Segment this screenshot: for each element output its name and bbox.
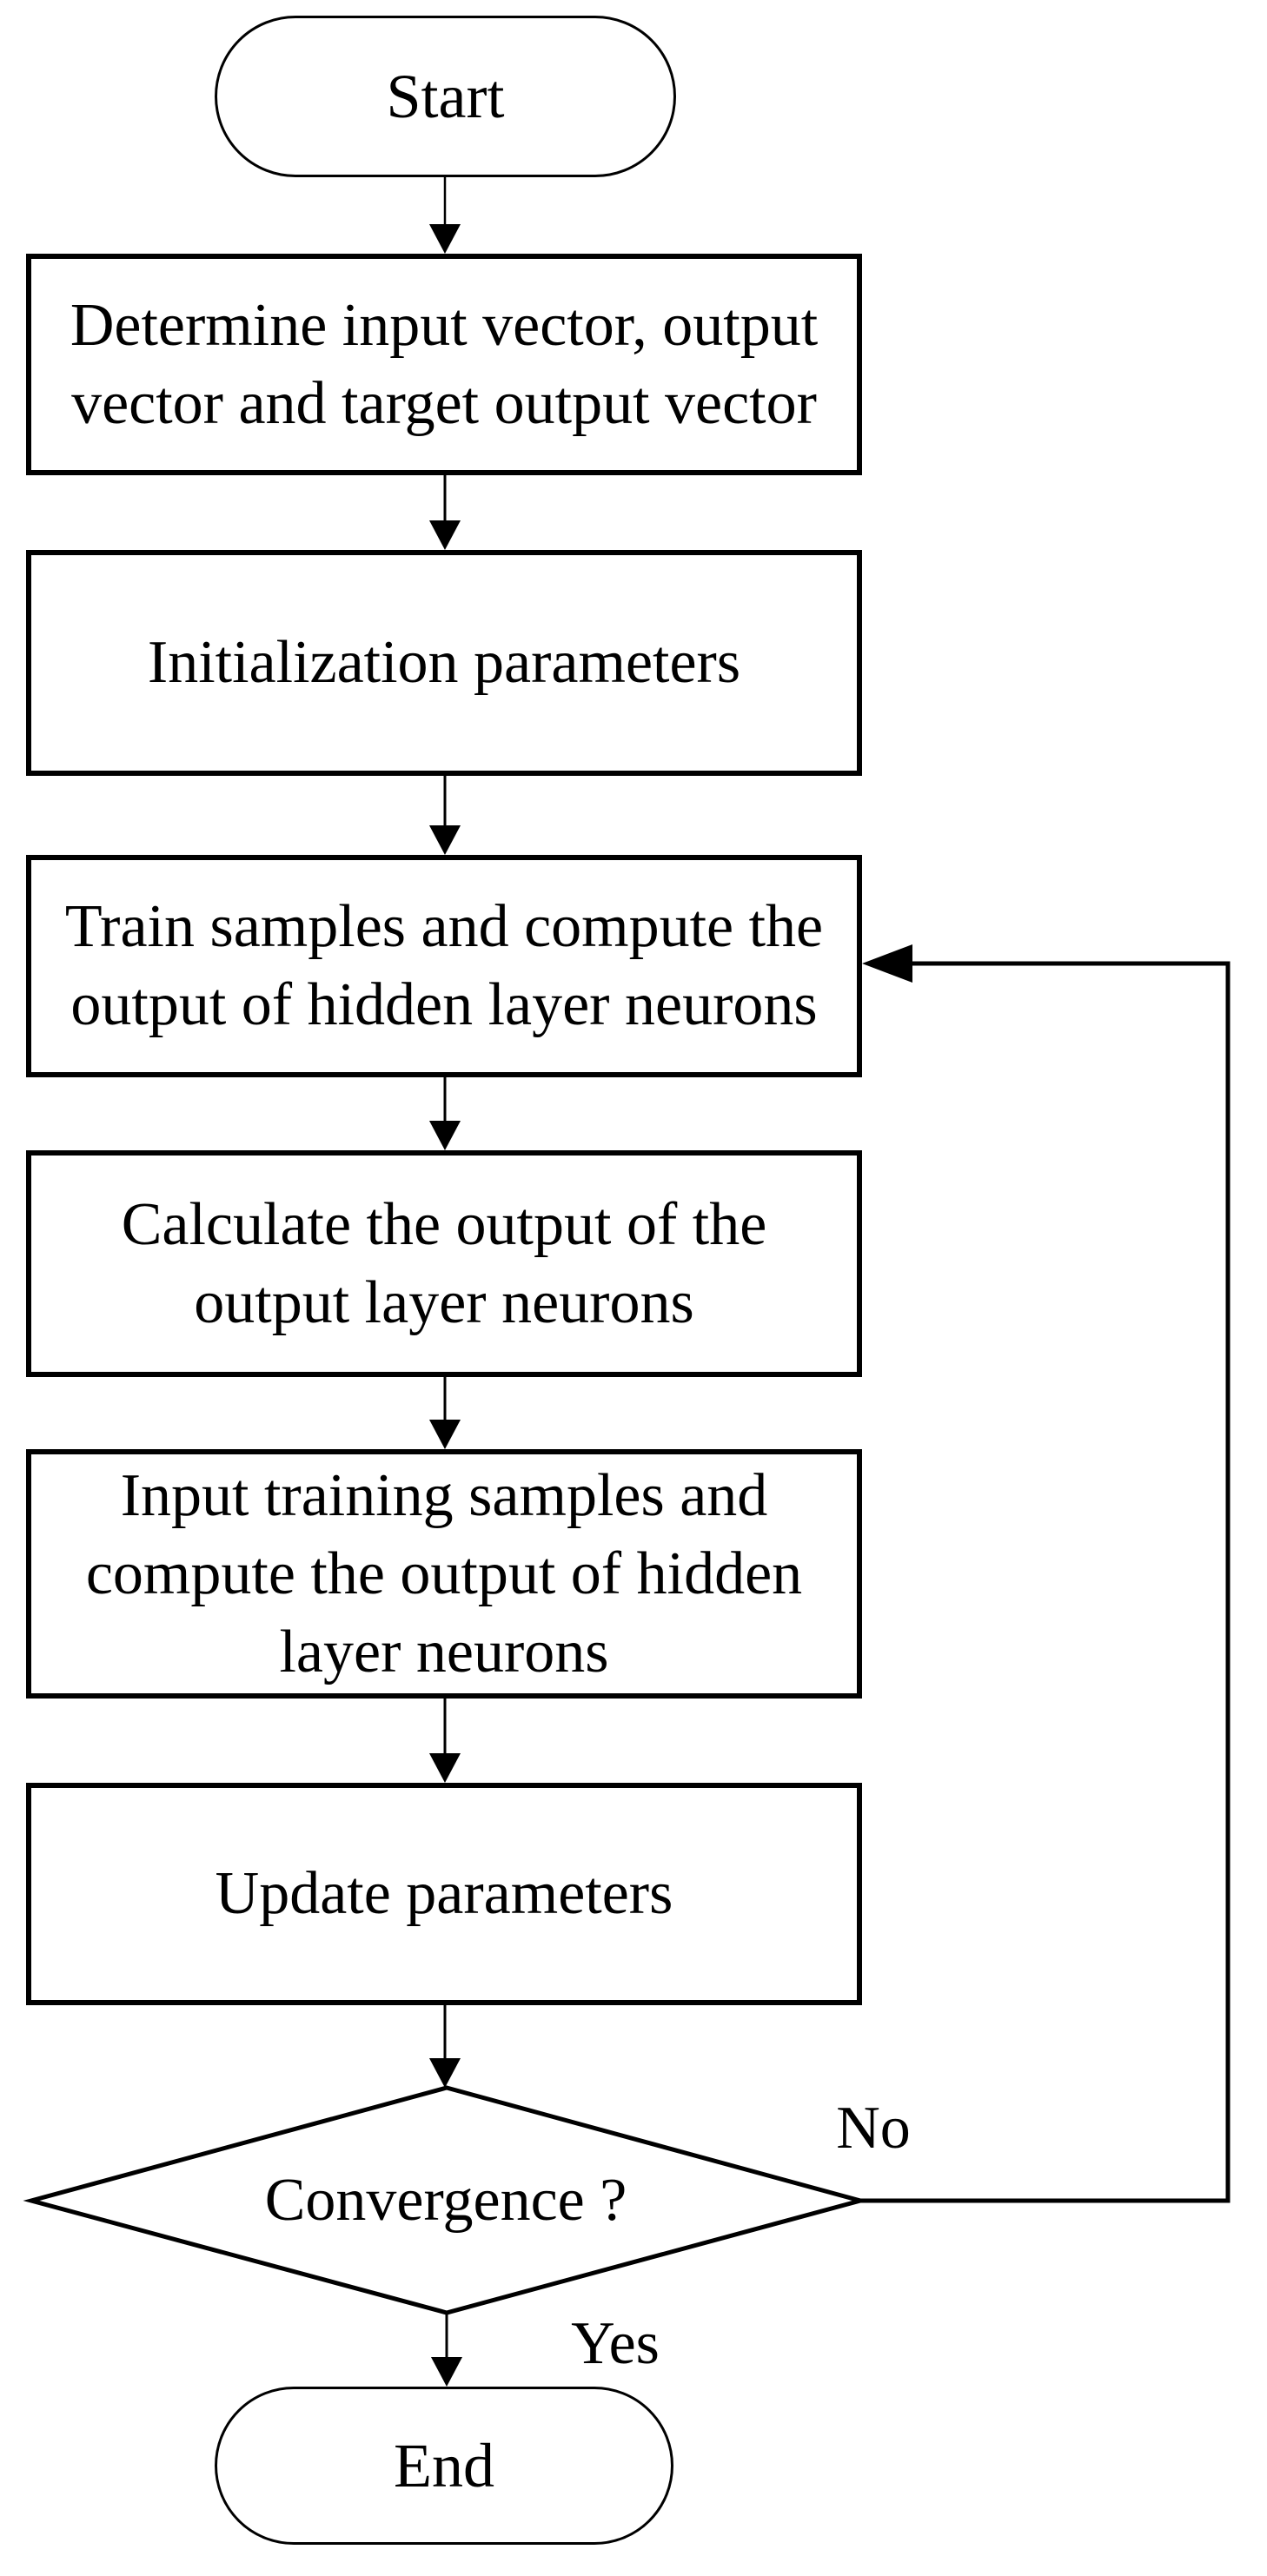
arrowhead-down-icon [429, 224, 461, 254]
arrowhead-down-icon [429, 1121, 461, 1150]
arrowhead-down-icon [431, 2357, 462, 2387]
arrowhead-down-icon [429, 1420, 461, 1449]
arrowhead-down-icon [429, 2058, 461, 2088]
process-determine-vectors: Determine input vector, output vector an… [26, 254, 862, 475]
process-update-parameters: Update parameters [26, 1783, 862, 2005]
end-node: End [215, 2387, 673, 2545]
arrowhead-down-icon [429, 1753, 461, 1783]
process-calculate-output: Calculate the output of the output layer… [26, 1150, 862, 1377]
process-line: compute the output of hidden [85, 1540, 803, 1607]
process-initialization-parameters: Initialization parameters [26, 550, 862, 776]
process-line: Update parameters [215, 1860, 673, 1927]
edge-label-no: No [836, 2095, 911, 2162]
process-line: output of hidden layer neurons [70, 971, 818, 1038]
process-train-samples: Train samples and compute the output of … [26, 855, 862, 1077]
arrowhead-down-icon [429, 825, 461, 855]
process-line: vector and target output vector [71, 369, 817, 437]
process-input-training-samples: Input training samples and compute the o… [26, 1449, 862, 1699]
start-label: Start [386, 62, 505, 131]
decision-convergence: Convergence ? [31, 2088, 860, 2313]
arrowhead-left-icon [862, 944, 912, 983]
process-line: Determine input vector, output [70, 291, 819, 359]
start-node: Start [215, 16, 676, 177]
process-line: Calculate the output of the [121, 1190, 767, 1258]
edge-label-yes: Yes [571, 2310, 660, 2377]
feedback-loop-line [860, 961, 1231, 2203]
arrowhead-down-icon [429, 520, 461, 550]
decision-label: Convergence ? [264, 2166, 627, 2234]
process-line: layer neurons [279, 1618, 609, 1685]
process-line: Initialization parameters [147, 629, 741, 696]
process-line: output layer neurons [194, 1268, 694, 1336]
end-label: End [394, 2431, 494, 2500]
process-line: Train samples and compute the [64, 893, 824, 960]
process-line: Input training samples and [120, 1461, 768, 1529]
